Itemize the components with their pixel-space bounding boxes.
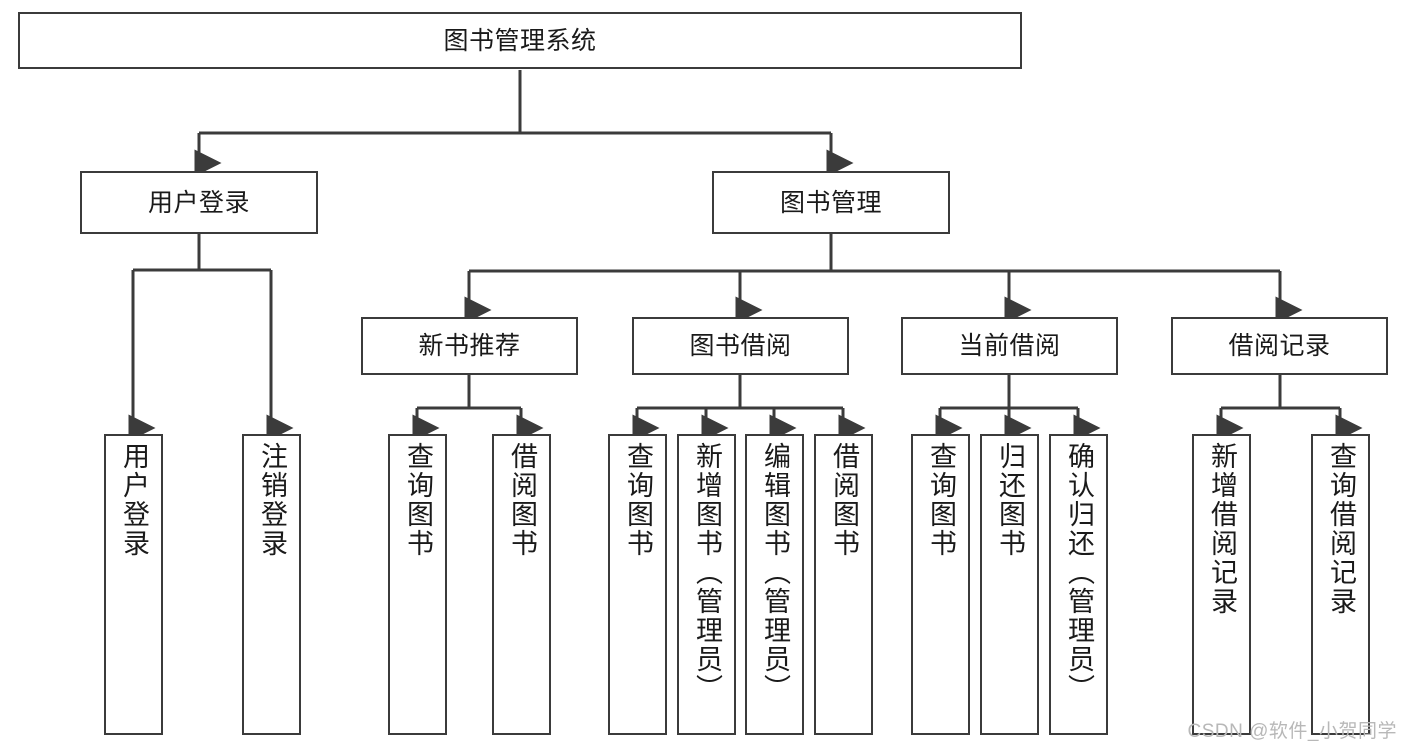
node-leaf-query-book-3[interactable]: 查询图书 xyxy=(911,434,970,735)
node-book-manage[interactable]: 图书管理 xyxy=(712,171,950,234)
node-leaf-query-record-label: 查询借阅记录 xyxy=(1326,442,1356,616)
node-leaf-add-book-label: 新增图书（管理员） xyxy=(692,442,722,703)
node-current-borrow[interactable]: 当前借阅 xyxy=(901,317,1118,375)
node-book-borrow-label: 图书借阅 xyxy=(689,332,792,360)
node-book-borrow[interactable]: 图书借阅 xyxy=(632,317,849,375)
node-borrow-record-label: 借阅记录 xyxy=(1228,332,1331,360)
node-leaf-query-book-1[interactable]: 查询图书 xyxy=(388,434,447,735)
node-leaf-user-logout[interactable]: 注销登录 xyxy=(242,434,301,735)
node-root[interactable]: 图书管理系统 xyxy=(18,12,1022,69)
node-root-label: 图书管理系统 xyxy=(443,26,597,55)
node-leaf-add-record-label: 新增借阅记录 xyxy=(1207,442,1237,616)
node-leaf-confirm-return-label: 确认归还（管理员） xyxy=(1064,442,1094,703)
node-leaf-user-logout-label: 注销登录 xyxy=(257,442,287,558)
node-leaf-add-book[interactable]: 新增图书（管理员） xyxy=(677,434,736,735)
node-book-manage-label: 图书管理 xyxy=(779,188,882,217)
node-leaf-query-book-3-label: 查询图书 xyxy=(926,442,956,558)
node-new-book-recommend-label: 新书推荐 xyxy=(418,332,521,360)
node-leaf-borrow-book-1-label: 借阅图书 xyxy=(507,442,537,558)
node-user-login[interactable]: 用户登录 xyxy=(80,171,318,234)
node-leaf-borrow-book-2[interactable]: 借阅图书 xyxy=(814,434,873,735)
node-user-login-label: 用户登录 xyxy=(147,188,250,217)
watermark-text: CSDN @软件_小贺同学 xyxy=(1187,721,1397,742)
node-leaf-query-book-2-label: 查询图书 xyxy=(623,442,653,558)
node-leaf-edit-book[interactable]: 编辑图书（管理员） xyxy=(745,434,804,735)
node-leaf-return-book-label: 归还图书 xyxy=(995,442,1025,558)
node-leaf-borrow-book-1[interactable]: 借阅图书 xyxy=(492,434,551,735)
node-leaf-add-record[interactable]: 新增借阅记录 xyxy=(1192,434,1251,735)
node-leaf-edit-book-label: 编辑图书（管理员） xyxy=(760,442,790,703)
node-current-borrow-label: 当前借阅 xyxy=(958,332,1061,360)
node-leaf-confirm-return[interactable]: 确认归还（管理员） xyxy=(1049,434,1108,735)
node-leaf-query-record[interactable]: 查询借阅记录 xyxy=(1311,434,1370,735)
node-new-book-recommend[interactable]: 新书推荐 xyxy=(361,317,578,375)
node-leaf-query-book-1-label: 查询图书 xyxy=(403,442,433,558)
node-borrow-record[interactable]: 借阅记录 xyxy=(1171,317,1388,375)
node-leaf-user-login-label: 用户登录 xyxy=(119,442,149,558)
node-leaf-return-book[interactable]: 归还图书 xyxy=(980,434,1039,735)
node-leaf-query-book-2[interactable]: 查询图书 xyxy=(608,434,667,735)
node-leaf-user-login[interactable]: 用户登录 xyxy=(104,434,163,735)
node-leaf-borrow-book-2-label: 借阅图书 xyxy=(829,442,859,558)
